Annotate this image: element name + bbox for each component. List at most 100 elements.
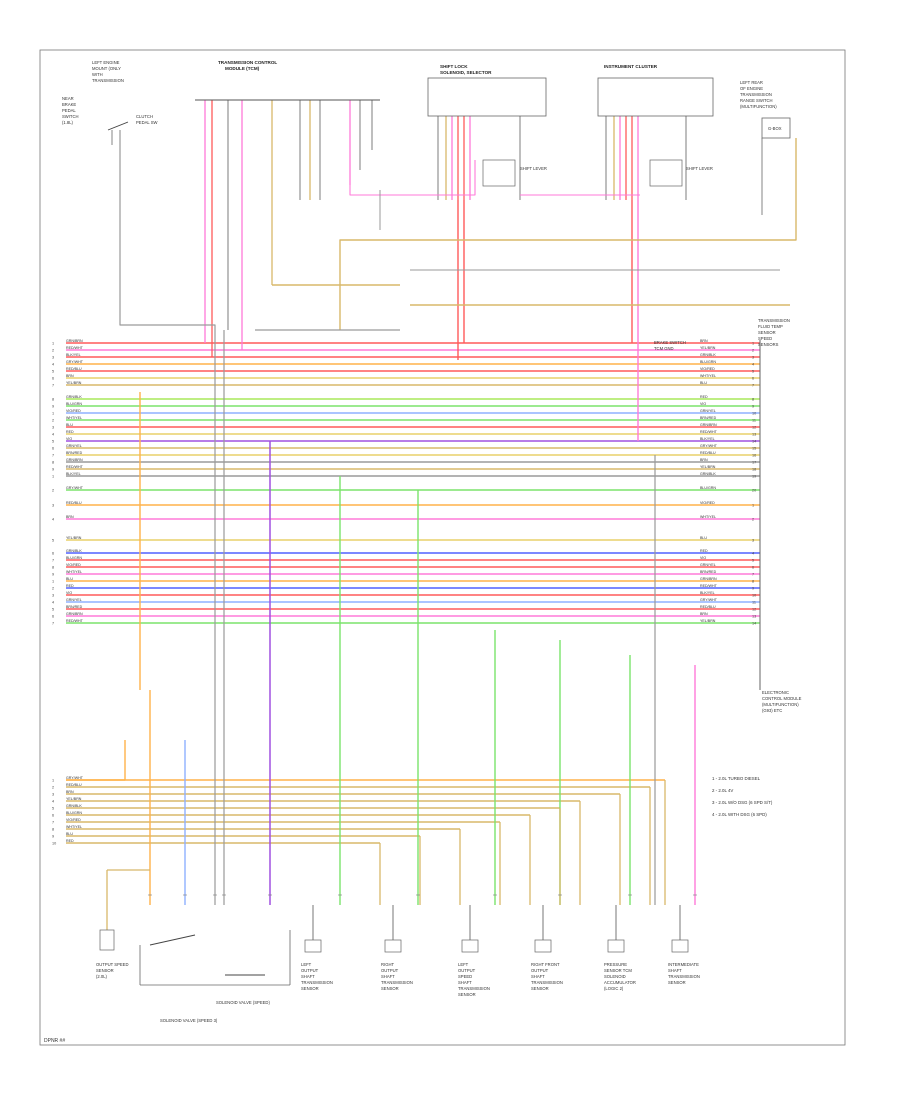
wire-tag-right: BLK/YEL <box>700 591 715 595</box>
top-left-side-4: SWITCH <box>62 114 79 119</box>
pin-number: 3 <box>752 538 754 542</box>
pin-number-left: 9 <box>52 404 54 408</box>
pin-number: 6 <box>752 565 754 569</box>
wire-tag-left: WHT/YEL <box>66 570 82 574</box>
wire-tag-right: GRN/YEL <box>700 409 716 413</box>
sensor-label: TRANSMISSION <box>301 980 333 985</box>
shift-lock-box <box>427 77 547 117</box>
wire-tag-right: GRN/BRN <box>700 423 717 427</box>
bottom-mid-a: SOLENOID VALVE (SPEED) <box>216 1000 270 1005</box>
wire-tag-right: WHT/YEL <box>700 515 716 519</box>
wire-tag-left: BLK/YEL <box>66 472 81 476</box>
pin-number-left: 5 <box>52 369 54 373</box>
component-layer <box>99 929 689 953</box>
sensor-label: RIGHT <box>381 962 394 967</box>
sensor-label: SENSOR TCM <box>604 968 632 973</box>
sensor-box <box>384 939 402 953</box>
sensor-label: LEFT <box>458 962 469 967</box>
left-gray-wire <box>119 130 216 905</box>
clutch-label-2: PEDAL SW <box>136 120 158 125</box>
bottom-mid-b: SOLENOID VALVE (SPEED 3) <box>160 1018 218 1023</box>
wire-tag-left: GRN/BLK <box>66 549 82 553</box>
pin-number-left: 5 <box>52 538 54 542</box>
pin-number: 1 <box>752 341 754 345</box>
pin-number-left: 1 <box>52 579 54 583</box>
wire-tag-right: BLU <box>700 536 707 540</box>
wire-tag-right: VIO <box>700 556 706 560</box>
pin-number: 12 <box>752 607 756 611</box>
solenoid-switch <box>149 934 196 946</box>
sensor-bus-tag: RED <box>66 839 74 843</box>
wire-tag-left: RED/WHT <box>66 619 84 623</box>
right-low-comp-1: ELECTRONIC <box>762 690 789 695</box>
pin-number-left: 6 <box>52 551 54 555</box>
sensor-label: ACCUMULATOR <box>604 980 636 985</box>
pin-number-left: 1 <box>52 341 54 345</box>
wire-tag-right: RED/BLU <box>700 451 716 455</box>
pin-number-left: 9 <box>52 467 54 471</box>
sensor-bus-tag: BLU/GRN <box>66 811 82 815</box>
sensor-label: SOLENOID <box>604 974 626 979</box>
sensor-box <box>607 939 625 953</box>
sensor-bus-pin: 3 <box>52 792 54 796</box>
pin-number: 10 <box>752 411 756 415</box>
wire-tag-right: BRN/RED <box>700 570 717 574</box>
pin-number: 13 <box>752 614 756 618</box>
sensor-box <box>534 939 552 953</box>
wire-tag-right: RED/WHT <box>700 584 718 588</box>
wire-tag-left: YEL/BRN <box>66 536 82 540</box>
pin-number-left: 7 <box>52 383 54 387</box>
legend-item-3: 3 - 2.0L W/O DSG (6 SPD S/T) <box>712 800 773 805</box>
pin-number-left: 2 <box>52 418 54 422</box>
right-low-comp-3: (MULTIFUNCTION) <box>762 702 799 707</box>
wire-tag-left: GRY/WHT <box>66 486 84 490</box>
wire-tag-left: BLU <box>66 423 73 427</box>
pin-number: 3 <box>752 355 754 359</box>
wire-tag-right: BRN <box>700 458 708 462</box>
pin-number: 18 <box>752 467 756 471</box>
pin-number-left: 1 <box>52 474 54 478</box>
wire-tag-right: YEL/BRN <box>700 346 716 350</box>
pin-number: 7 <box>752 383 754 387</box>
pin-number: 14 <box>752 621 756 625</box>
wire-tag-right: GRN/BRN <box>700 577 717 581</box>
wire-tag-left: GRN/YEL <box>66 444 82 448</box>
sensor-bus-tag: WHT/YEL <box>66 825 82 829</box>
wire-tag-right: GRN/YEL <box>700 563 716 567</box>
sensor-bus-pin: 9 <box>52 834 54 838</box>
pin-number-left: 6 <box>52 446 54 450</box>
wire-tag-left: BRN <box>66 374 74 378</box>
sensor-bus-tag: GRN/BLK <box>66 804 82 808</box>
wire-tag-left: BRN <box>66 515 74 519</box>
wire-tag-left: GRN/YEL <box>66 598 82 602</box>
sensor-label: INTERMEDIATE <box>668 962 699 967</box>
wire-tag-right: RED <box>700 395 708 399</box>
legend-item-4: 4 - 2.0L WITH DSG (6 SPD) <box>712 812 767 817</box>
pin-number-left: 2 <box>52 488 54 492</box>
pin-number-left: 5 <box>52 439 54 443</box>
top-left-comp-3: WITH <box>92 72 103 77</box>
pin-number-left: 4 <box>52 517 54 521</box>
wire-tag-left: YEL/BRN <box>66 381 82 385</box>
wire-tag-left: VIO/RED <box>66 409 81 413</box>
pin-number: 6 <box>752 376 754 380</box>
tcm-top-label-2: MODULE (TCM) <box>225 66 260 71</box>
pin-number: 13 <box>752 432 756 436</box>
top-left-comp-4: TRANSMISSION <box>92 78 124 83</box>
sensor-bus-pin: 4 <box>52 799 54 803</box>
pin-number-left: 7 <box>52 558 54 562</box>
sensor-bus-pin: 2 <box>52 785 54 789</box>
wire-tag-right: VIO/RED <box>700 367 715 371</box>
shift-lock-label: SHIFT LOCK <box>440 64 468 69</box>
sensor-label: SENSOR <box>301 986 319 991</box>
right-top-comp-5: (MULTIFUNCTION) <box>740 104 777 109</box>
wire-tag-left: RED/BLU <box>66 501 82 505</box>
sensor-bus-pin: 7 <box>52 820 54 824</box>
brake-switch-1: BRAKE SWITCH <box>654 340 686 345</box>
pin-number: 9 <box>752 404 754 408</box>
pin-number: 1 <box>752 503 754 507</box>
orange-return <box>66 740 126 781</box>
pin-number-left: 6 <box>52 614 54 618</box>
pin-number: 10 <box>752 593 756 597</box>
